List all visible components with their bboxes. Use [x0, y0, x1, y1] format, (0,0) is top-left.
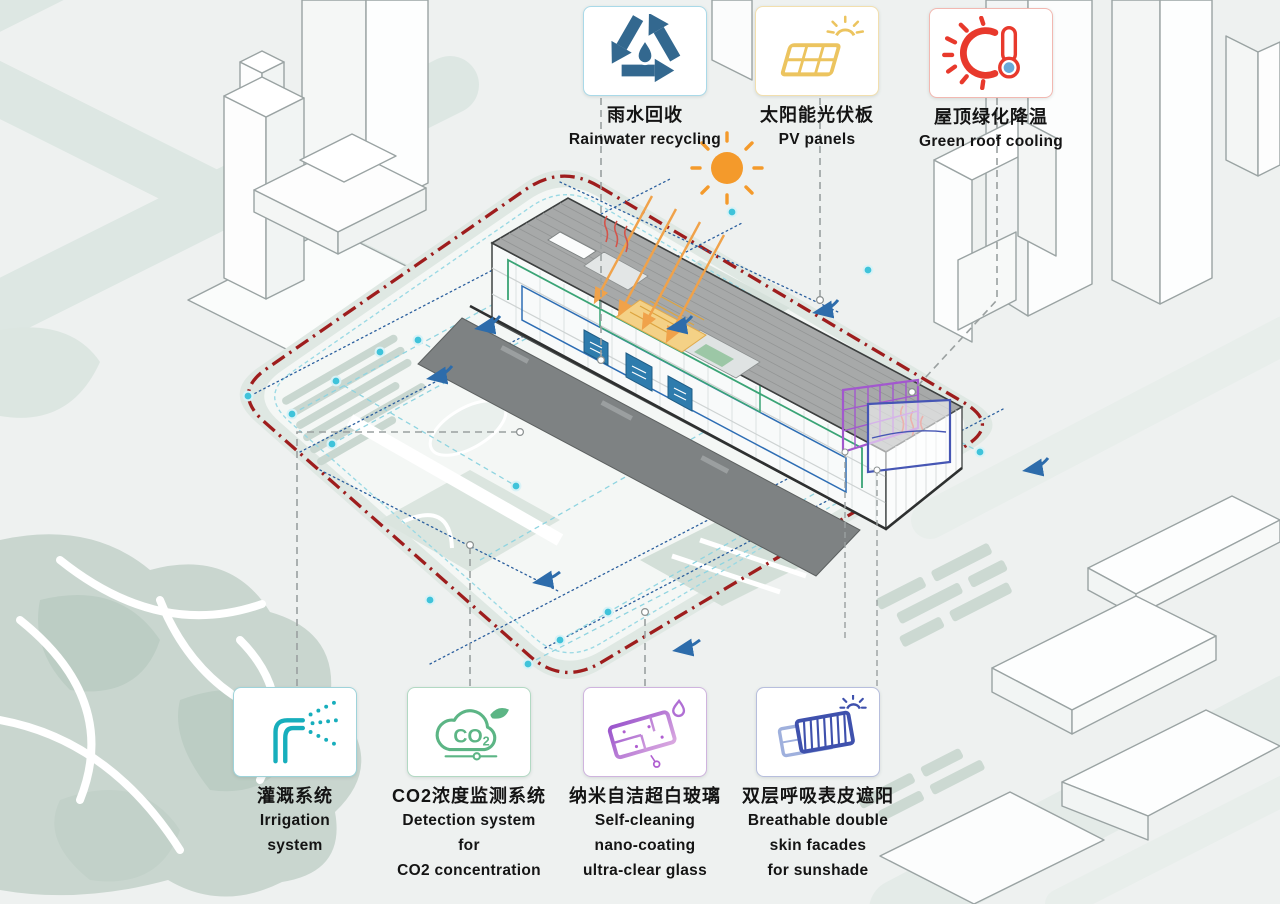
blue-mesh-screen [866, 398, 952, 474]
callout-label-en: PV panels [778, 131, 856, 148]
callout-label-zh: CO2浓度监测系统 [391, 786, 546, 806]
leader-lines [296, 98, 998, 686]
callout-label-en: Green roof cooling [918, 133, 1064, 150]
callout-label-zh: 太阳能光伏板 [760, 105, 874, 125]
co2-cloud-icon: CO2 [435, 707, 509, 761]
callout-label-en: system [267, 837, 323, 854]
callout-label-zh: 雨水回收 [607, 105, 683, 125]
sun-rays [593, 195, 726, 344]
callout-green-roof-cooling: 屋顶绿化降温 Green roof cooling [886, 8, 1096, 154]
roof-courtyard [583, 251, 649, 291]
callout-label-en: Rainwater recycling [568, 131, 722, 148]
callout-irrigation-system: 灌溉系统 Irrigation system [190, 687, 400, 858]
rainwater-icon-box [583, 6, 707, 96]
glass-panel-icon [607, 698, 686, 768]
glass-icon-box [583, 687, 707, 777]
callout-pv-panels: 太阳能光伏板 PV panels [712, 6, 922, 152]
callout-label-en: skin facades [769, 837, 867, 854]
callout-label-en: Breathable double [747, 812, 889, 829]
double-facade-icon [777, 695, 867, 758]
sprinkler-icon [273, 700, 338, 764]
irrigation-icon-box [233, 687, 357, 777]
recycle-droplet-icon [611, 14, 681, 83]
co2-icon-box: CO2 [407, 687, 531, 777]
building [417, 195, 964, 686]
callout-self-cleaning-glass: 纳米自洁超白玻璃 Self-cleaning nano-coating ultr… [540, 687, 750, 883]
callout-label-en: for sunshade [767, 862, 869, 879]
parking-rows [282, 334, 426, 466]
callout-label-zh: 屋顶绿化降温 [934, 107, 1048, 127]
site-plat [239, 169, 993, 679]
leaf-icon [490, 707, 509, 719]
green-roof-icon-box [929, 8, 1053, 98]
duct-green-loop [507, 258, 863, 488]
airflow-arrows [426, 299, 1050, 717]
callout-label-en: Irrigation [259, 812, 331, 829]
landscape-strips [858, 543, 1012, 821]
callout-label-en: nano-coating [594, 837, 696, 854]
callout-label-en: Detection system [402, 812, 536, 829]
city-blocks-bottom-right [879, 495, 1280, 904]
droplet-icon [672, 698, 686, 718]
sun-thermometer-icon [942, 16, 1020, 90]
callout-label-en: CO2 concentration [397, 862, 541, 879]
svg-text:CO2: CO2 [453, 726, 489, 749]
callout-co2-detection: CO2 CO2浓度监测系统 Detection system for CO2 c… [364, 687, 574, 883]
callout-label-zh: 灌溉系统 [257, 786, 333, 806]
callout-label-en: Self-cleaning [594, 812, 696, 829]
pv-icon-box [755, 6, 879, 96]
solar-panel-icon [780, 15, 865, 77]
callout-label-en: for [458, 837, 480, 854]
callout-rainwater-recycling: 雨水回收 Rainwater recycling [540, 6, 750, 152]
sunken-trench [417, 317, 861, 577]
callout-label-en: ultra-clear glass [583, 862, 707, 879]
sun-icon [690, 131, 764, 205]
callout-label-zh: 纳米自洁超白玻璃 [569, 786, 721, 806]
facade-icon-box [756, 687, 880, 777]
callout-label-zh: 双层呼吸表皮遮阳 [742, 786, 894, 806]
callout-double-skin-facade: 双层呼吸表皮遮阳 Breathable double skin facades … [713, 687, 923, 883]
